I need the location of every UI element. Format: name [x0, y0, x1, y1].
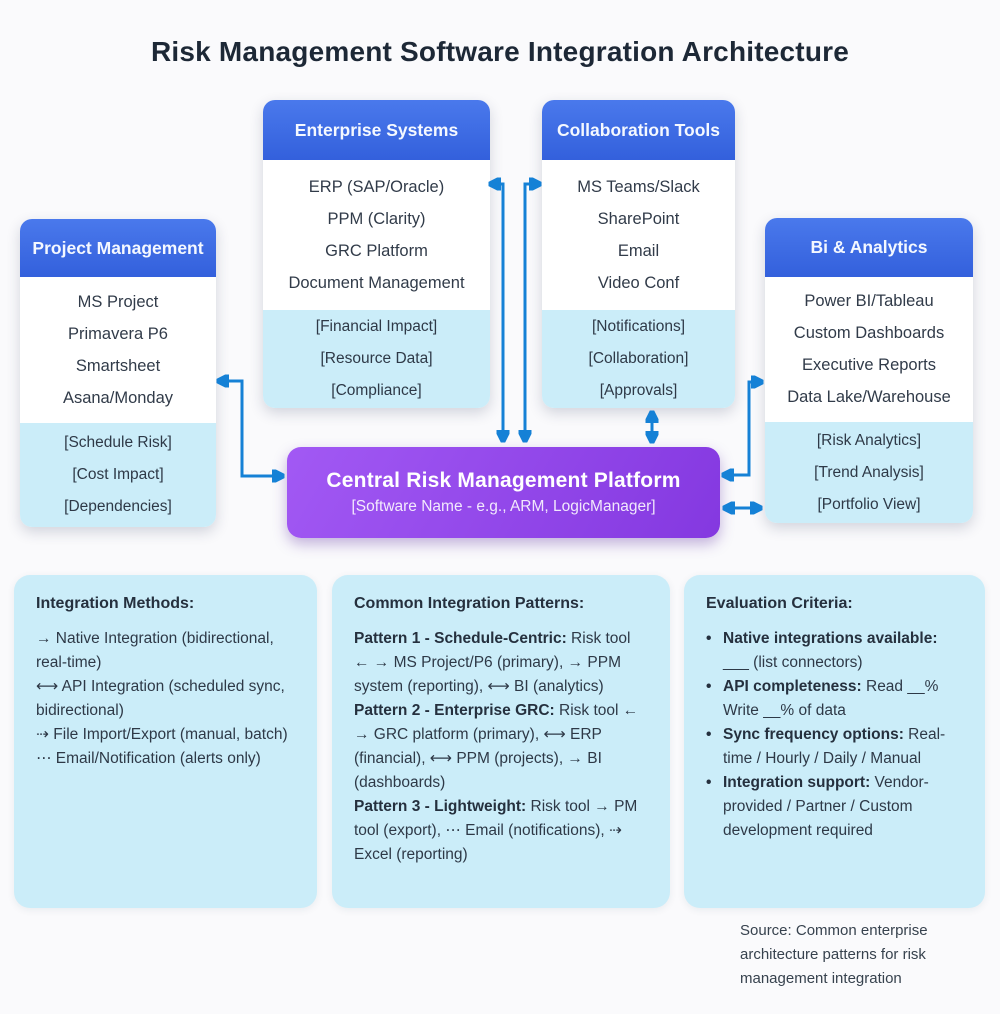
- criteria-label: Integration support:: [723, 774, 871, 791]
- system-item: GRC Platform: [325, 241, 428, 260]
- panel-title: Integration Methods:: [36, 595, 195, 612]
- system-item: MS Project: [77, 292, 159, 311]
- system-box-outputs: [Risk Analytics] [Trend Analysis] [Portf…: [765, 422, 973, 523]
- system-output: [Trend Analysis]: [814, 463, 924, 481]
- source-note: Source: Common enterprise architecture p…: [740, 922, 928, 987]
- criteria-label: Sync frequency options:: [723, 726, 904, 743]
- system-box-header: Project Management: [20, 219, 216, 277]
- integration-method-line: ⇢ File Import/Export (manual, batch): [36, 726, 288, 743]
- pattern-block: Pattern 3 - Lightweight: Risk tool → PM …: [354, 795, 648, 867]
- system-output: [Financial Impact]: [315, 318, 438, 335]
- system-box-header: Bi & Analytics: [765, 218, 973, 277]
- pattern-text: Risk tool ← → GRC platform (primary), ⟷ …: [354, 702, 639, 791]
- integration-method-line: → Native Integration (bidirectional, rea…: [36, 630, 274, 671]
- pattern-label: Pattern 3 - Lightweight:: [354, 798, 527, 815]
- system-item: Smartsheet: [75, 356, 161, 375]
- system-item: Email: [617, 241, 660, 260]
- bullet-dot-icon: •: [706, 630, 712, 647]
- integration-patterns-panel: Common Integration Patterns: Pattern 1 -…: [332, 575, 670, 908]
- central-platform-box: Central Risk Management Platform [Softwa…: [287, 447, 720, 538]
- pattern-block: Pattern 2 - Enterprise GRC: Risk tool ← …: [354, 699, 648, 795]
- page-title: Risk Management Software Integration Arc…: [150, 36, 849, 67]
- system-box-body: MS Project Primavera P6 Smartsheet Asana…: [20, 277, 216, 423]
- bullet-dot-icon: •: [706, 726, 712, 743]
- pattern-label: Pattern 1 - Schedule-Centric:: [354, 630, 567, 647]
- system-item: Executive Reports: [802, 356, 936, 374]
- criteria-text-block: API completeness: Read __% Write __% of …: [723, 675, 963, 723]
- criteria-text-block: Integration support: Vendor-provided / P…: [723, 771, 963, 843]
- panel-title: Evaluation Criteria:: [706, 595, 853, 612]
- criteria-bullet: • Sync frequency options: Real-time / Ho…: [706, 723, 963, 771]
- connector-collaboration-to-platform: [525, 184, 539, 440]
- system-output: [Schedule Risk]: [64, 434, 172, 451]
- system-output: [Notifications]: [591, 318, 686, 335]
- system-box-outputs: [Financial Impact] [Resource Data] [Comp…: [263, 310, 490, 408]
- system-item: Primavera P6: [68, 324, 168, 343]
- system-box-outputs: [Schedule Risk] [Cost Impact] [Dependenc…: [20, 423, 216, 527]
- criteria-text-block: Sync frequency options: Real-time / Hour…: [723, 723, 963, 771]
- criteria-label: API completeness:: [723, 678, 862, 695]
- panel-title: Common Integration Patterns:: [354, 595, 585, 612]
- system-item: Video Conf: [597, 273, 680, 292]
- system-box-body: ERP (SAP/Oracle) PPM (Clarity) GRC Platf…: [263, 160, 490, 310]
- criteria-text: Vendor-provided / Partner / Custom devel…: [723, 774, 929, 839]
- system-output: [Cost Impact]: [72, 466, 164, 483]
- system-box-collaboration-tools: Collaboration Tools MS Teams/Slack Share…: [542, 100, 735, 408]
- system-item: SharePoint: [597, 209, 680, 228]
- system-box-bi-analytics: Bi & Analytics Power BI/Tableau Custom D…: [765, 218, 973, 523]
- system-box-body: Power BI/Tableau Custom Dashboards Execu…: [765, 277, 973, 422]
- integration-method-line: ⟷ API Integration (scheduled sync, bidir…: [36, 678, 285, 719]
- bullet-dot-icon: •: [706, 678, 712, 695]
- system-box-enterprise-systems: Enterprise Systems ERP (SAP/Oracle) PPM …: [263, 100, 490, 408]
- central-platform-subtitle: [Software Name - e.g., ARM, LogicManager…: [351, 498, 656, 515]
- system-item: MS Teams/Slack: [577, 177, 700, 196]
- system-output: [Risk Analytics]: [816, 431, 922, 449]
- criteria-text: ___ (list connectors): [723, 654, 863, 671]
- central-platform-title: Central Risk Management Platform: [326, 469, 681, 492]
- criteria-label: Native integrations available:: [723, 630, 938, 647]
- evaluation-criteria-panel: Evaluation Criteria: • Native integratio…: [684, 575, 985, 908]
- integration-method-line: ⋯ Email/Notification (alerts only): [36, 750, 261, 767]
- criteria-bullet: • Integration support: Vendor-provided /…: [706, 771, 963, 843]
- system-box-header: Collaboration Tools: [542, 100, 735, 160]
- bullet-dot-icon: •: [706, 774, 712, 791]
- system-item: ERP (SAP/Oracle): [308, 177, 445, 196]
- system-box-project-management: Project Management MS Project Primavera …: [20, 219, 216, 527]
- system-item: Asana/Monday: [62, 388, 174, 407]
- system-output: [Portfolio View]: [817, 495, 921, 513]
- system-output: [Collaboration]: [588, 350, 689, 367]
- system-output: [Approvals]: [599, 382, 678, 399]
- integration-methods-panel: Integration Methods: → Native Integratio…: [14, 575, 317, 908]
- system-output: [Dependencies]: [64, 498, 172, 515]
- system-item: Custom Dashboards: [793, 324, 945, 342]
- system-box-body: MS Teams/Slack SharePoint Email Video Co…: [542, 160, 735, 310]
- pattern-text: Risk tool → PM tool (export), ⋯ Email (n…: [354, 798, 638, 863]
- system-output: [Resource Data]: [320, 350, 433, 367]
- system-item: Document Management: [288, 273, 465, 292]
- pattern-label: Pattern 2 - Enterprise GRC:: [354, 702, 555, 719]
- criteria-text-block: Native integrations available: ___ (list…: [723, 627, 963, 675]
- criteria-text: Read __% Write __% of data: [723, 678, 939, 719]
- system-item: Power BI/Tableau: [804, 292, 934, 310]
- system-box-header: Enterprise Systems: [263, 100, 490, 160]
- connector-enterprise-to-platform: [491, 184, 503, 440]
- pattern-block: Pattern 1 - Schedule-Centric: Risk tool …: [354, 627, 648, 699]
- system-item: Data Lake/Warehouse: [787, 388, 951, 406]
- pattern-text: Risk tool ← → MS Project/P6 (primary), →…: [354, 630, 631, 695]
- system-output: [Compliance]: [331, 382, 422, 399]
- criteria-text: Real-time / Hourly / Daily / Manual: [723, 726, 946, 767]
- criteria-bullet: • API completeness: Read __% Write __% o…: [706, 675, 963, 723]
- system-item: PPM (Clarity): [327, 209, 426, 228]
- system-box-outputs: [Notifications] [Collaboration] [Approva…: [542, 310, 735, 408]
- criteria-bullet: • Native integrations available: ___ (li…: [706, 627, 963, 675]
